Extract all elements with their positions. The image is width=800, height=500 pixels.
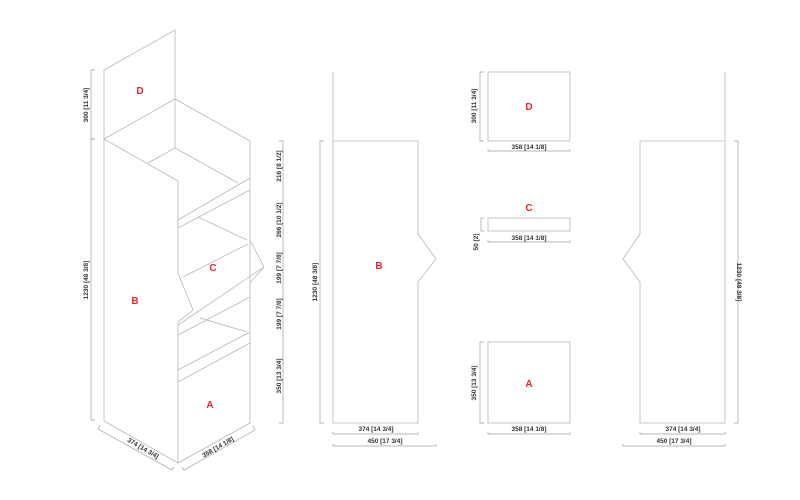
label-c: C [525, 203, 532, 214]
dim-width: 358 [14 1/8] [511, 235, 546, 242]
part-a: A 350 [13 3/4] 358 [14 1/8] [471, 341, 571, 435]
shelf-line [199, 317, 248, 333]
inner-back [147, 147, 239, 184]
side-view-right: 1230 [48 3/8] 374 [14 3/4] 450 [17 3/4] [622, 72, 742, 447]
dim-line [479, 71, 484, 142]
isometric-view: D B C A 300 [11 3/4] 1230 [48 3/8] 216 [… [83, 29, 284, 471]
label-a: A [525, 379, 532, 390]
label-a: A [206, 400, 213, 411]
label-b: B [131, 296, 138, 307]
dim-shelf1: 216 [8 1/2] [276, 150, 283, 181]
dim-line [97, 424, 175, 471]
dim-height: 50 [2] [473, 234, 480, 251]
shelf-line [177, 189, 251, 229]
dim-line [487, 240, 571, 243]
label-c: C [209, 263, 216, 274]
dim-width: 374 [14 3/4] [665, 426, 700, 433]
dim-line [487, 149, 571, 152]
dim-line [622, 444, 726, 447]
dim-overall: 450 [17 3/4] [656, 438, 691, 445]
dim-line [279, 140, 284, 424]
dim-header-height: 300 [11 3/4] [83, 88, 90, 123]
dim-shelf2: 266 [10 1/2] [276, 202, 283, 237]
shelf-line [177, 331, 251, 371]
dim-line [319, 140, 324, 424]
dim-line [639, 432, 726, 435]
dim-base: 350 [13 3/4] [276, 358, 283, 393]
dim-line [479, 341, 484, 424]
dim-line [332, 444, 437, 447]
shelf-line [177, 177, 251, 221]
label-b: B [375, 261, 382, 272]
dim-overall: 450 [17 3/4] [367, 438, 402, 445]
dim-shelf3: 199 [7 7/8] [276, 252, 283, 283]
shelf-line [182, 243, 249, 278]
dim-width: 358 [14 1/8] [201, 436, 235, 460]
dim-line [332, 432, 419, 435]
dim-line [734, 140, 739, 424]
dim-line [90, 69, 95, 140]
header-panel-d [103, 29, 176, 139]
dim-height: 1230 [48 3/8] [735, 263, 742, 302]
label-d: D [525, 102, 532, 113]
dim-width: 374 [14 3/4] [358, 426, 393, 433]
top-edges [103, 98, 251, 464]
dim-line [480, 217, 484, 232]
dim-line [90, 138, 95, 421]
dim-body-height: 1230 [48 3/8] [83, 261, 90, 300]
dim-height: 300 [11 3/4] [471, 89, 478, 124]
side-panel [622, 140, 726, 424]
dim-height: 1230 [48 3/8] [312, 263, 319, 302]
dim-width: 358 [14 1/8] [511, 144, 546, 151]
side-view-left: B 1230 [48 3/8] 374 [14 3/4] 450 [17 3/4… [312, 72, 437, 447]
shelf-line [177, 342, 251, 383]
shelf-line [197, 216, 248, 241]
side-panel-b [332, 140, 437, 424]
part-c: C 50 [2] 358 [14 1/8] [473, 203, 571, 251]
part-d: D 300 [11 3/4] 358 [14 1/8] [471, 71, 571, 152]
dim-depth: 374 [14 3/4] [126, 437, 160, 461]
shelf-line [177, 296, 251, 336]
dim-line [487, 432, 571, 435]
shelf-line [177, 266, 265, 326]
label-d: D [136, 86, 143, 97]
shelf-c-notch [249, 239, 265, 284]
dim-shelf4: 199 [7 7/8] [276, 298, 283, 329]
dim-line [181, 425, 256, 471]
dim-width: 358 [14 1/8] [511, 426, 546, 433]
dim-height: 350 [13 3/4] [471, 365, 478, 400]
